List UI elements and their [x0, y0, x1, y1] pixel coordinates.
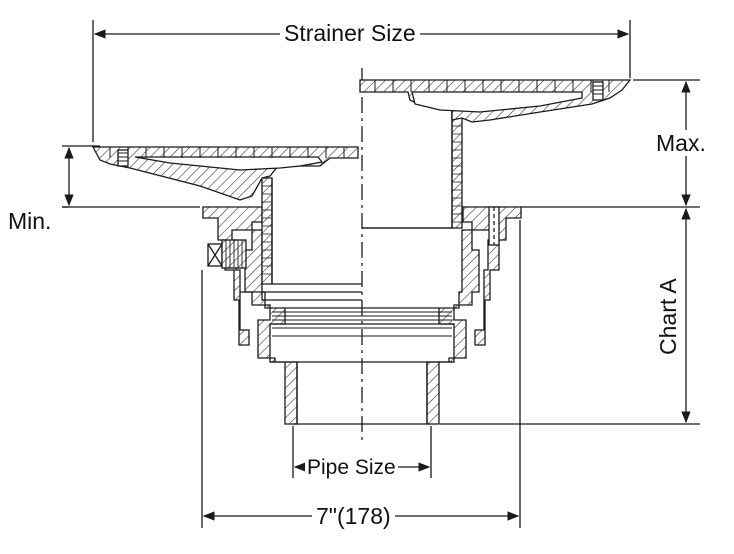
max-label: Max. — [656, 130, 706, 156]
adjustable-neck-high — [362, 109, 463, 229]
strainer-size-label: Strainer Size — [280, 20, 420, 46]
side-set-screw — [207, 239, 247, 269]
chart-a-dimension — [440, 206, 700, 425]
min-dimension — [62, 145, 200, 208]
right-locating-pin — [488, 206, 500, 246]
chart-a-label: Chart A — [655, 278, 681, 359]
adjustable-neck-low — [240, 177, 362, 301]
min-label: Min. — [8, 208, 52, 234]
strainer-low — [91, 146, 359, 201]
pipe-size-label: Pipe Size — [305, 455, 398, 481]
strainer-high — [359, 79, 632, 123]
overall-width-label: 7"(178) — [312, 503, 395, 529]
